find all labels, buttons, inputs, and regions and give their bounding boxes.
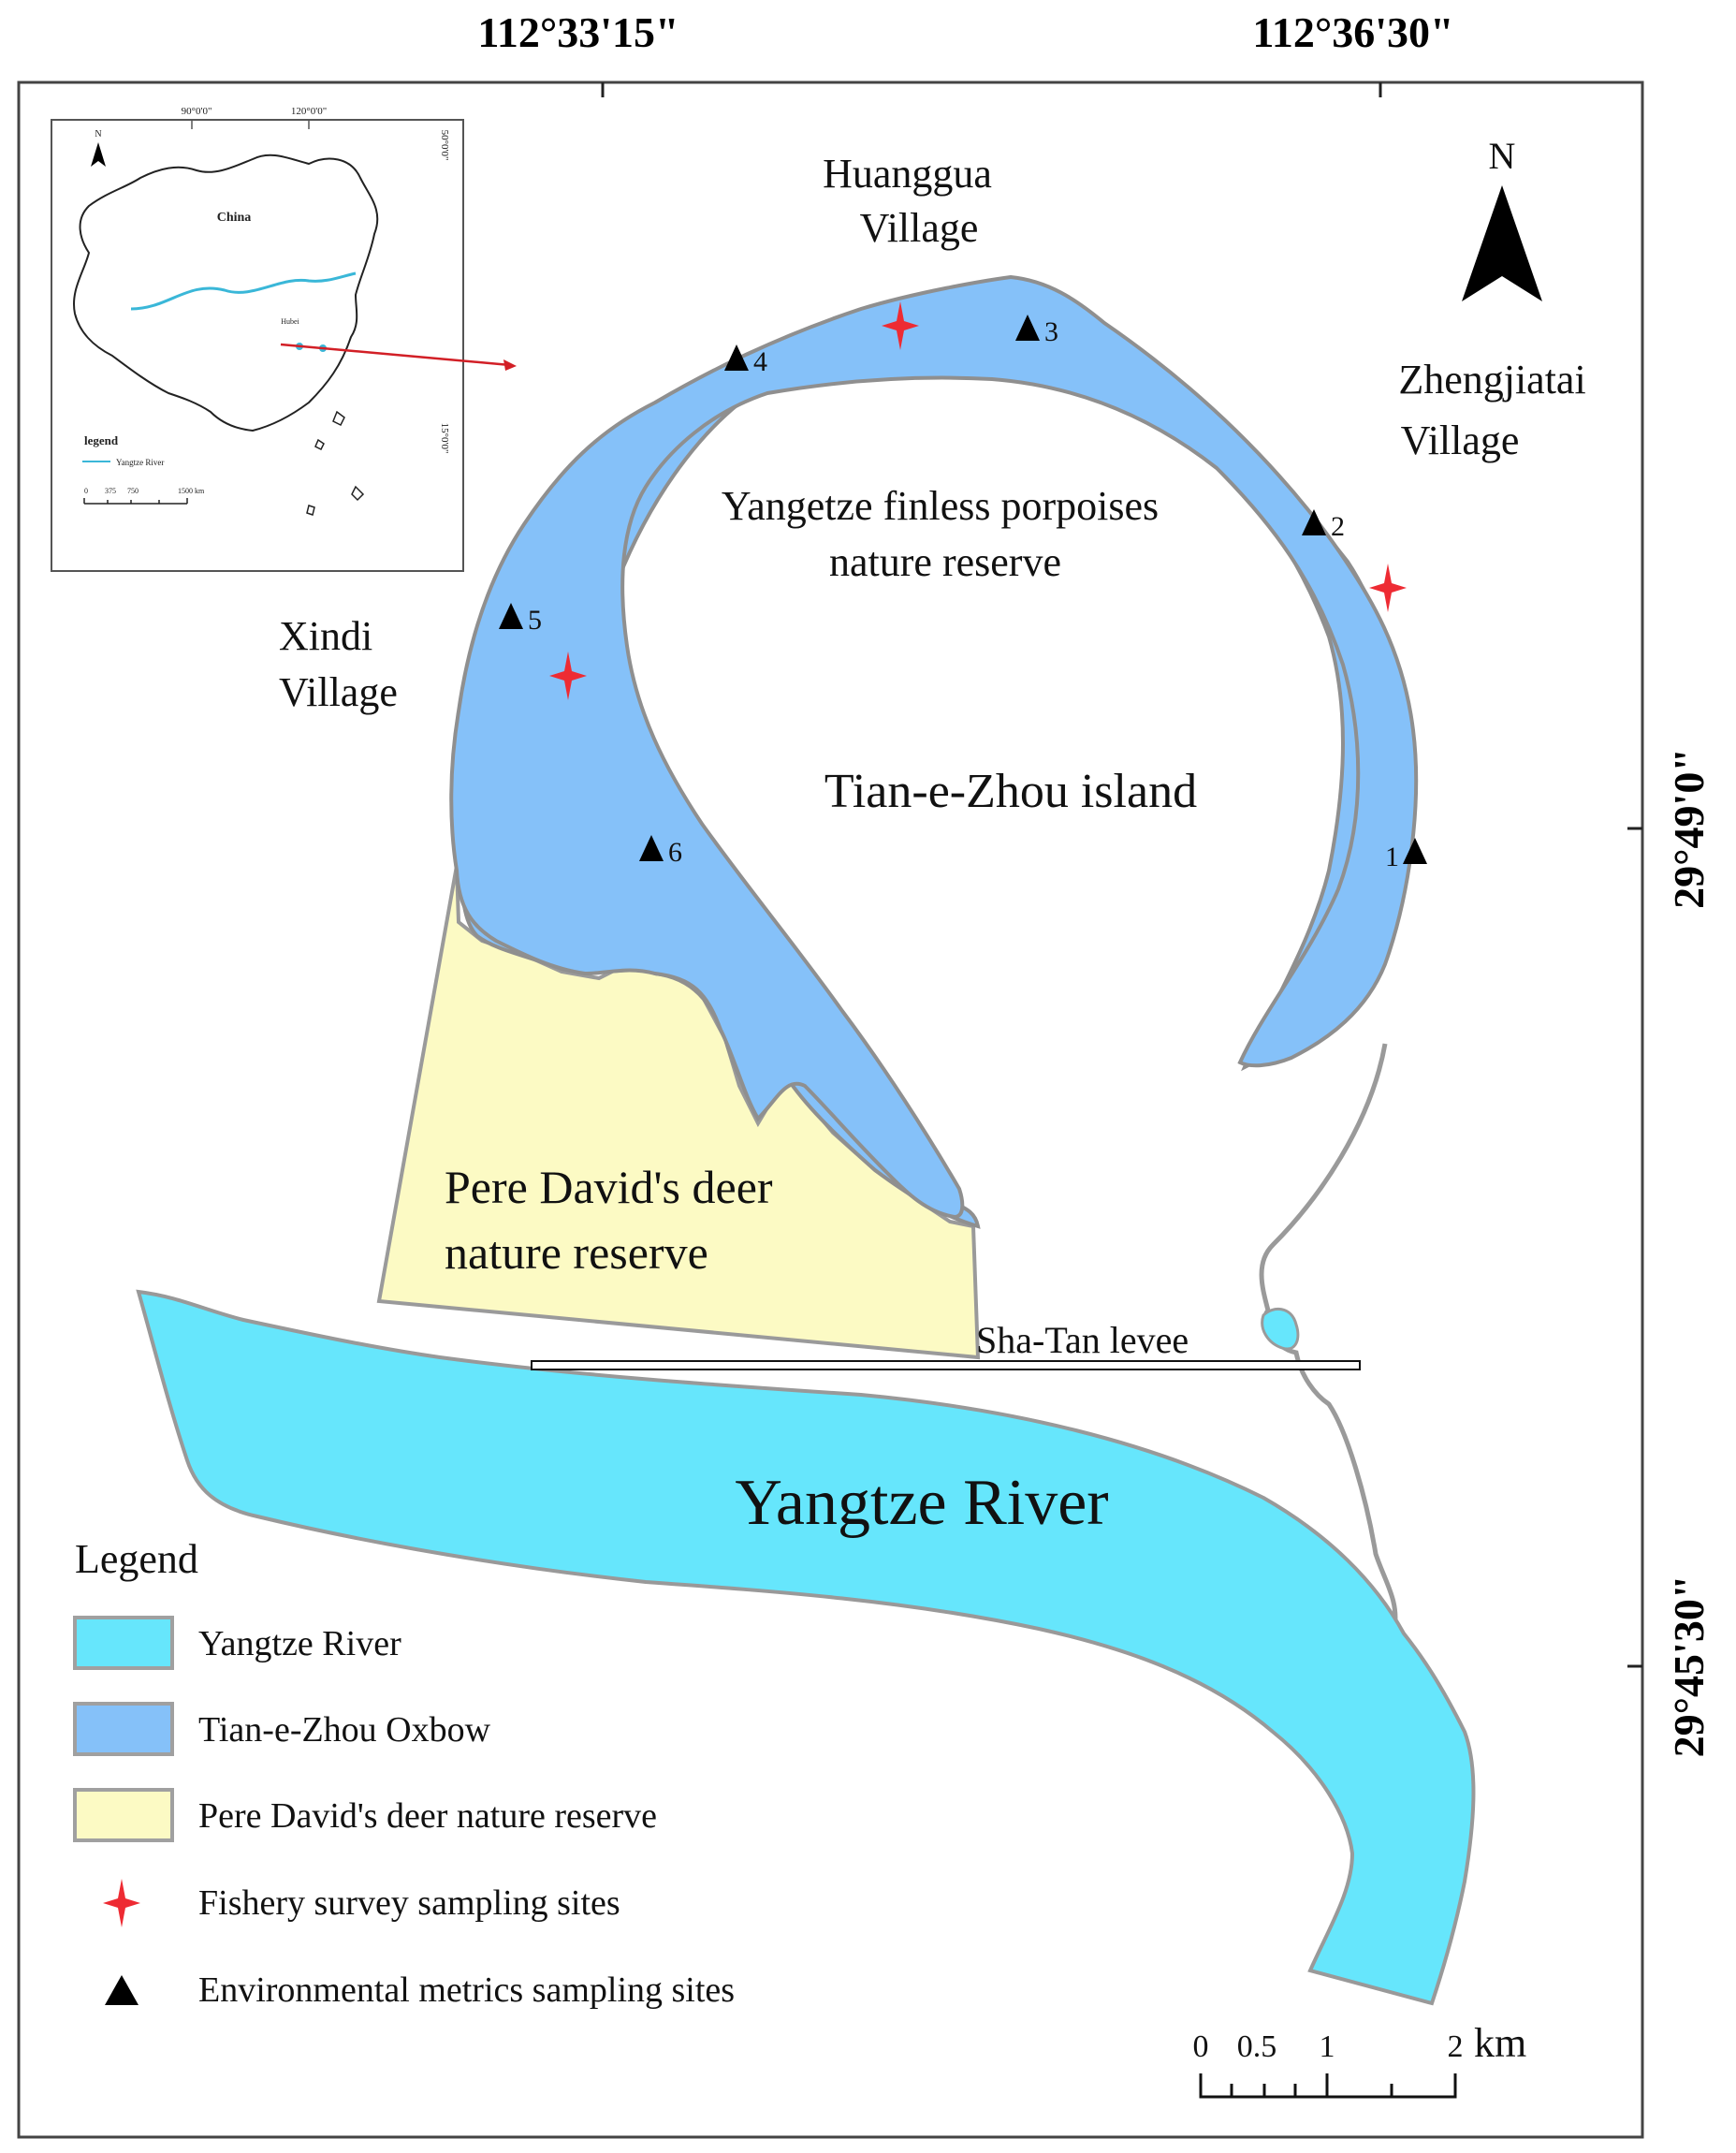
svg-text:3: 3 — [1044, 316, 1058, 347]
legend-title: Legend — [75, 1536, 198, 1582]
inset-china-outline — [73, 154, 379, 432]
svg-text:2: 2 — [1448, 2029, 1464, 2064]
inset-lon-120: 120°0'0" — [291, 106, 327, 117]
inset-legend-title: legend — [84, 433, 119, 447]
svg-text:4: 4 — [753, 346, 767, 377]
legend-label-deer-reserve: Pere David's deer nature reserve — [198, 1796, 657, 1836]
legend-swatch-oxbow — [73, 1702, 174, 1756]
svg-text:1500 km: 1500 km — [178, 487, 205, 495]
legend-label-oxbow: Tian-e-Zhou Oxbow — [198, 1710, 491, 1750]
inset-china-label: China — [217, 211, 252, 225]
env-site-5: 5 — [499, 603, 542, 636]
legend-symbol-environmental — [105, 1975, 139, 2005]
north-arrow: N — [1462, 135, 1542, 301]
huanggua-village-label: Huanggua Village — [823, 151, 1002, 251]
graticule-ticks — [601, 82, 1642, 1668]
coord-right-upper: 29°49'0" — [1665, 748, 1713, 909]
svg-text:2: 2 — [1331, 511, 1345, 542]
legend-swatch-deer-reserve — [73, 1788, 174, 1842]
levee-label: Sha-Tan levee — [976, 1319, 1189, 1361]
svg-text:1: 1 — [1320, 2029, 1335, 2064]
legend-swatch-yangtze — [73, 1616, 174, 1670]
env-site-4: 4 — [724, 344, 767, 377]
coord-right-lower: 29°45'30" — [1665, 1575, 1713, 1758]
env-site-1: 1 — [1385, 838, 1427, 872]
coord-top-right: 112°36'30" — [1252, 8, 1453, 56]
legend-label-fishery: Fishery survey sampling sites — [198, 1883, 620, 1923]
svg-text:N: N — [95, 129, 101, 139]
inset-legend-item: Yangtze River — [116, 458, 164, 467]
env-site-2: 2 — [1302, 509, 1345, 542]
coord-top-left: 112°33'15" — [477, 8, 678, 56]
scale-bar: 0 0.5 1 2 km — [1193, 2020, 1526, 2099]
scale-unit: km — [1474, 2020, 1526, 2066]
oxbow-lake-outer — [449, 274, 1419, 1220]
legend-label-yangtze: Yangtze River — [198, 1624, 401, 1663]
island-label: Tian-e-Zhou island — [824, 765, 1197, 818]
svg-text:N: N — [1489, 135, 1516, 177]
env-site-6: 6 — [639, 835, 682, 868]
river-label: Yangtze River — [735, 1467, 1108, 1539]
xindi-village-label: Xindi Village — [279, 613, 398, 715]
inset-lon-90: 90°0'0" — [182, 106, 212, 117]
svg-text:0.5: 0.5 — [1237, 2029, 1277, 2064]
inset-lat-50: 50°0'0" — [439, 130, 450, 161]
yangtze-river-area — [136, 1289, 1476, 2006]
env-site-3: 3 — [1015, 315, 1058, 347]
deer-reserve-label: Pere David's deer nature reserve — [445, 1161, 784, 1279]
svg-text:1: 1 — [1385, 842, 1399, 872]
svg-text:6: 6 — [668, 837, 682, 868]
svg-text:375: 375 — [105, 487, 116, 495]
svg-text:0: 0 — [84, 487, 88, 495]
connecting-channel — [1259, 1043, 1398, 1630]
inset-hubei-label: Hubei — [281, 317, 299, 326]
sha-tan-levee-line — [531, 1360, 1361, 1370]
porpoise-reserve-label: Yangetze finless porpoises nature reserv… — [722, 483, 1169, 585]
inset-map: 90°0'0" 120°0'0" 50°0'0" 15°0'0" N China… — [51, 106, 517, 572]
inset-lat-15: 15°0'0" — [439, 423, 450, 454]
zhengjiatai-village-label: Zhengjiatai Village — [1398, 357, 1596, 463]
svg-text:0: 0 — [1193, 2029, 1209, 2064]
legend-label-environmental: Environmental metrics sampling sites — [198, 1970, 735, 2010]
channel-pond — [1261, 1307, 1300, 1351]
svg-text:5: 5 — [528, 605, 542, 636]
svg-text:750: 750 — [127, 487, 139, 495]
map-legend: Legend Yangtze River Tian-e-Zhou Oxbow P… — [73, 1536, 735, 2010]
